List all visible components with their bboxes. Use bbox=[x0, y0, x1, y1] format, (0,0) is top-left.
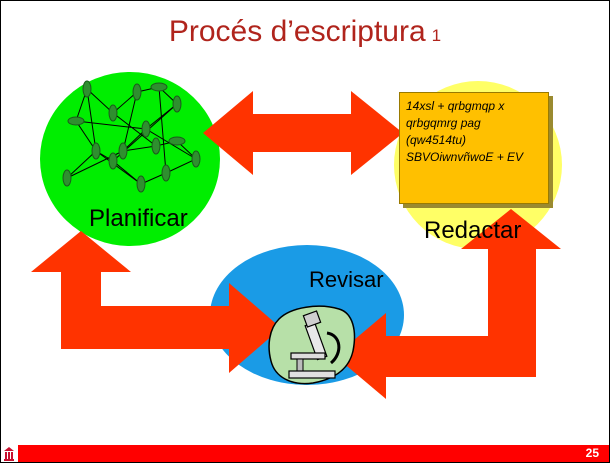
slide-title-text: Procés d’escriptura bbox=[168, 15, 426, 48]
page-number: 25 bbox=[585, 446, 599, 460]
double-arrow-plan-red bbox=[203, 91, 403, 175]
note-line: SBVOiwnvñwoE + EV bbox=[406, 150, 524, 164]
note-line: qrbgqmrg pag bbox=[406, 116, 481, 130]
double-arrow-plan-rev bbox=[31, 231, 281, 373]
revisar-label: Revisar bbox=[309, 267, 384, 292]
slide-title-subscript: 1 bbox=[431, 26, 442, 45]
draft-text-note: 14xsl + qrbgmqp x qrbgqmrg pag (qw4514tu… bbox=[399, 92, 549, 204]
planificar-circle bbox=[40, 72, 220, 246]
network-icon bbox=[62, 80, 201, 193]
planificar-label: Planificar bbox=[89, 205, 188, 232]
slide-title: Procés d’escriptura 1 bbox=[1, 15, 609, 49]
microscope-icon bbox=[268, 305, 356, 385]
double-arrow-rev-red bbox=[335, 209, 561, 399]
note-line: 14xsl + qrbgmqp x bbox=[406, 99, 505, 113]
redactar-label: Redactar bbox=[424, 217, 522, 244]
note-line: (qw4514tu) bbox=[406, 133, 467, 147]
footer-bar: 25 bbox=[18, 445, 609, 462]
university-logo bbox=[3, 446, 15, 461]
